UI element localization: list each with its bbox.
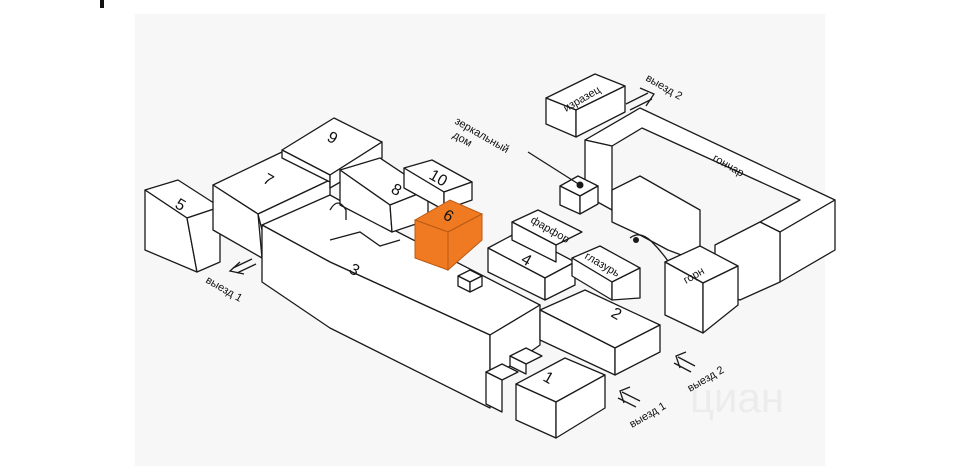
building-8[interactable]: 8 [329, 157, 429, 233]
building-3[interactable]: 3 [261, 194, 541, 409]
small-kiosk [457, 269, 483, 293]
pointer-dot-icon [576, 181, 584, 189]
building-gorn[interactable]: горн [664, 245, 739, 334]
exit-arrow-icon [673, 351, 696, 373]
building-4[interactable]: 4 [487, 231, 576, 301]
building-1[interactable]: 1 [515, 357, 606, 439]
building-6-highlighted[interactable]: 6 [413, 199, 484, 272]
frame-mark [100, 0, 104, 8]
building-5[interactable]: 5 [144, 179, 221, 273]
building-izrazets[interactable]: изразец [545, 73, 626, 138]
exit-arrow-icon [625, 87, 655, 111]
building-10[interactable]: 10 [403, 159, 473, 211]
building-farfor[interactable]: фарфор [511, 209, 583, 263]
building-glazur[interactable]: глазурь [571, 245, 641, 301]
exit-arrow-icon [228, 258, 257, 275]
building-1-annex [485, 347, 543, 413]
building-10-number: 10 [426, 167, 450, 191]
exit-arrow-icon [617, 386, 641, 408]
mirror-house-pointer-line [527, 151, 581, 186]
watermark-text: циан [690, 374, 784, 421]
building-2[interactable]: 2 [539, 289, 661, 376]
building-6-side [447, 213, 483, 272]
